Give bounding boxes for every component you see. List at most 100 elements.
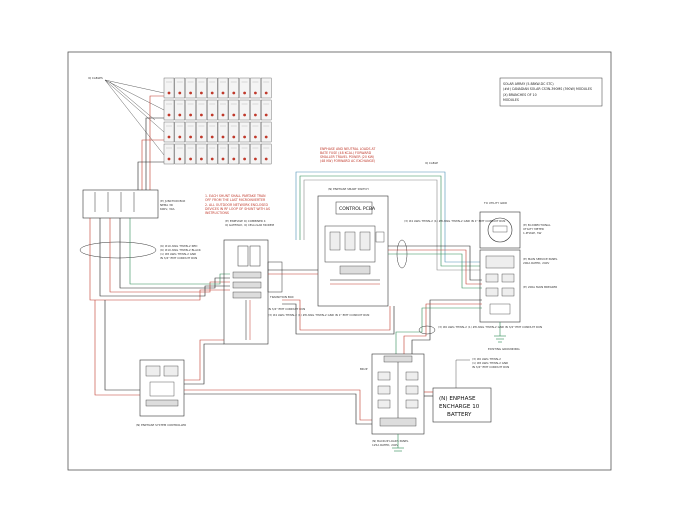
solar-module bbox=[228, 99, 240, 121]
svg-text:(48 KW) FORWARD AC EXCHANGE): (48 KW) FORWARD AC EXCHANGE) bbox=[320, 159, 375, 163]
transition-box bbox=[267, 261, 283, 293]
system-controller-label: (N) ENPHASE SYSTEM CONTROLLER bbox=[136, 423, 186, 427]
main-service-label-1: (E) MAIN SERVICE PANEL bbox=[523, 257, 558, 261]
solar-module bbox=[250, 121, 261, 143]
top-red-note: ENPHASE AND NEUTRAL LOADS AT BATE FUSE (… bbox=[320, 147, 375, 163]
legend-line-1: SOLAR ARRAY (5.88KW-DC STC) bbox=[503, 82, 554, 86]
microinverter-icon bbox=[200, 113, 203, 117]
microinverter-icon bbox=[167, 113, 171, 117]
microinverter-icon bbox=[210, 91, 214, 95]
microinverter-icon bbox=[210, 157, 214, 161]
svg-text:BATE FUSE (48 KCAL) FORWARD: BATE FUSE (48 KCAL) FORWARD bbox=[320, 151, 372, 155]
legend-box bbox=[499, 77, 603, 107]
meter-label-2: UTILITY METER bbox=[523, 227, 544, 231]
solar-module bbox=[239, 121, 250, 143]
meter-label-3: 1-PHASE, 3W bbox=[523, 231, 542, 235]
solar-module bbox=[228, 121, 240, 143]
meter-dial bbox=[487, 217, 513, 243]
solar-module bbox=[228, 77, 240, 99]
microinverter-icon bbox=[221, 157, 225, 161]
svg-text:1. EACH SHUNT SHALL PARTAKE T: 1. EACH SHUNT SHALL PARTAKE TRAN bbox=[205, 194, 266, 198]
solar-module bbox=[163, 121, 175, 143]
backup-loads-panel: BKUP (N) BACKUP LOADS PANEL 125A RATED, … bbox=[360, 353, 425, 447]
switch-to-panel-wires bbox=[388, 245, 482, 289]
solar-module bbox=[250, 99, 261, 121]
ac-combiner: (E) ENPHASE IQ COMBINER 4 IQ GATEWAY, IQ… bbox=[223, 219, 275, 345]
legend-block: SOLAR ARRAY (5.88KW-DC STC) (##) CANADIA… bbox=[499, 77, 603, 107]
svg-text:ENPHASE AND NEUTRAL LOADS AT: ENPHASE AND NEUTRAL LOADS AT bbox=[320, 147, 375, 151]
utility-grid-label: TO UTILITY GRID bbox=[483, 201, 507, 205]
svg-text:INSTRUCTIONS: INSTRUCTIONS bbox=[205, 211, 229, 215]
battery-conductors-1: (3) #6 AWG THWN-2 bbox=[472, 357, 501, 361]
microinverter-icon bbox=[243, 157, 247, 161]
microinverter-icon bbox=[210, 113, 214, 117]
array-feed-wires bbox=[137, 95, 164, 190]
microinverter-icon bbox=[221, 91, 225, 95]
solar-module bbox=[261, 121, 272, 143]
conductor-label-left: (6) #10 AWG THWN-2 RED (6) #10 AWG THWN-… bbox=[160, 244, 201, 260]
junction-box: (E) JUNCTION BOX NEMA 3R 600V, 30A bbox=[82, 189, 185, 219]
iq-cable-callout: IQ CABLES bbox=[88, 76, 165, 156]
microinverter-icon bbox=[254, 157, 257, 161]
meter-label-1: (E) BI-DIRECTIONAL bbox=[523, 223, 551, 227]
solar-module bbox=[185, 143, 196, 165]
microinverter-icon bbox=[243, 91, 247, 95]
red-notes: 1. EACH SHUNT SHALL PARTAKE TRAN OFF FRO… bbox=[205, 194, 270, 215]
solar-module bbox=[206, 77, 218, 99]
solar-module bbox=[185, 121, 196, 143]
control-pcba-label: CONTROL PCBA bbox=[339, 206, 376, 212]
overhead-cables bbox=[295, 171, 480, 271]
encharge-battery: (N) ENPHASE ENCHARGE 10 BATTERY (3) #6 A… bbox=[424, 357, 509, 423]
legend-line-2: (##) CANADIAN SOLAR CS3N-390MS (390W) MO… bbox=[503, 87, 592, 91]
solar-module bbox=[261, 99, 272, 121]
microinverter-icon bbox=[232, 135, 236, 139]
microinverter-icon bbox=[178, 91, 182, 95]
legend-line-4: MODULES bbox=[503, 98, 519, 102]
microinverter-icon bbox=[189, 135, 193, 139]
solar-module bbox=[206, 121, 218, 143]
junction-box-label-2: NEMA 3R bbox=[160, 203, 173, 207]
microinverter-icon bbox=[200, 135, 203, 139]
microinverter-icon bbox=[232, 157, 236, 161]
backup-tag: BKUP bbox=[360, 367, 368, 371]
iq-cable-label: IQ CABLES bbox=[88, 76, 103, 80]
svg-text:OFF FROM THE LAST MICROINVERTE: OFF FROM THE LAST MICROINVERTER bbox=[205, 198, 266, 202]
solar-module bbox=[217, 99, 229, 121]
solar-module bbox=[239, 99, 250, 121]
microinverter-icon bbox=[178, 157, 182, 161]
svg-text:DEVICES IN RF LOOP OF SHUNT WI: DEVICES IN RF LOOP OF SHUNT WITH AS bbox=[205, 207, 270, 211]
microinverter-icon bbox=[200, 91, 203, 95]
solar-module bbox=[217, 77, 229, 99]
microinverter-icon bbox=[221, 113, 225, 117]
solar-module bbox=[250, 77, 261, 99]
microinverter-icon bbox=[254, 113, 257, 117]
solar-module bbox=[163, 99, 175, 121]
solar-module bbox=[163, 143, 175, 165]
mid-conductors-label: (3) #4 AWG THWN-2 (1) #8 AWG THWN-2 GND … bbox=[268, 313, 369, 317]
solar-module bbox=[217, 143, 229, 165]
earth-ground-label: EXISTING GROUNDING bbox=[488, 347, 520, 351]
page-border bbox=[67, 51, 612, 471]
microinverter-icon bbox=[264, 157, 268, 161]
legend-line-3: (X) BRANCHES OF 10 bbox=[503, 93, 537, 97]
transition-box-label: TRANSITION BOX bbox=[269, 295, 294, 299]
solar-module bbox=[174, 99, 186, 121]
svg-text:2. ALL OUTDOOR NETWORK ENCLOS: 2. ALL OUTDOOR NETWORK ENCLOSED bbox=[205, 203, 268, 207]
conductor-ellipse-left bbox=[79, 241, 157, 259]
solar-module bbox=[206, 143, 218, 165]
mid-conductors-2-label: (3) #6 AWG THWN-2 (1) #8 AWG THWN-2 GND … bbox=[438, 325, 542, 329]
junction-box-label-1: (E) JUNCTION BOX bbox=[160, 199, 185, 203]
battery-conductors-2: (1) #8 AWG THWN-2 GND bbox=[472, 361, 508, 365]
solar-module bbox=[185, 99, 196, 121]
battery-label-3: BATTERY bbox=[447, 412, 472, 418]
microinverter-icon bbox=[264, 135, 268, 139]
control-pcba bbox=[335, 201, 373, 215]
solar-module bbox=[261, 143, 272, 165]
utility-meter-assembly: TO UTILITY GRID (E) BI-DIRECTIONAL UTILI… bbox=[479, 201, 558, 351]
svg-text:IQ GATEWAY, IQ CELLULAR MODEM: IQ GATEWAY, IQ CELLULAR MODEM bbox=[225, 223, 275, 227]
microinverter-icon bbox=[254, 135, 257, 139]
left-wire-bundle bbox=[89, 218, 230, 396]
conductor-ellipse-lower bbox=[418, 325, 436, 335]
svg-text:SMALLER TRAVEL POWER (20 KW): SMALLER TRAVEL POWER (20 KW) bbox=[320, 155, 374, 159]
